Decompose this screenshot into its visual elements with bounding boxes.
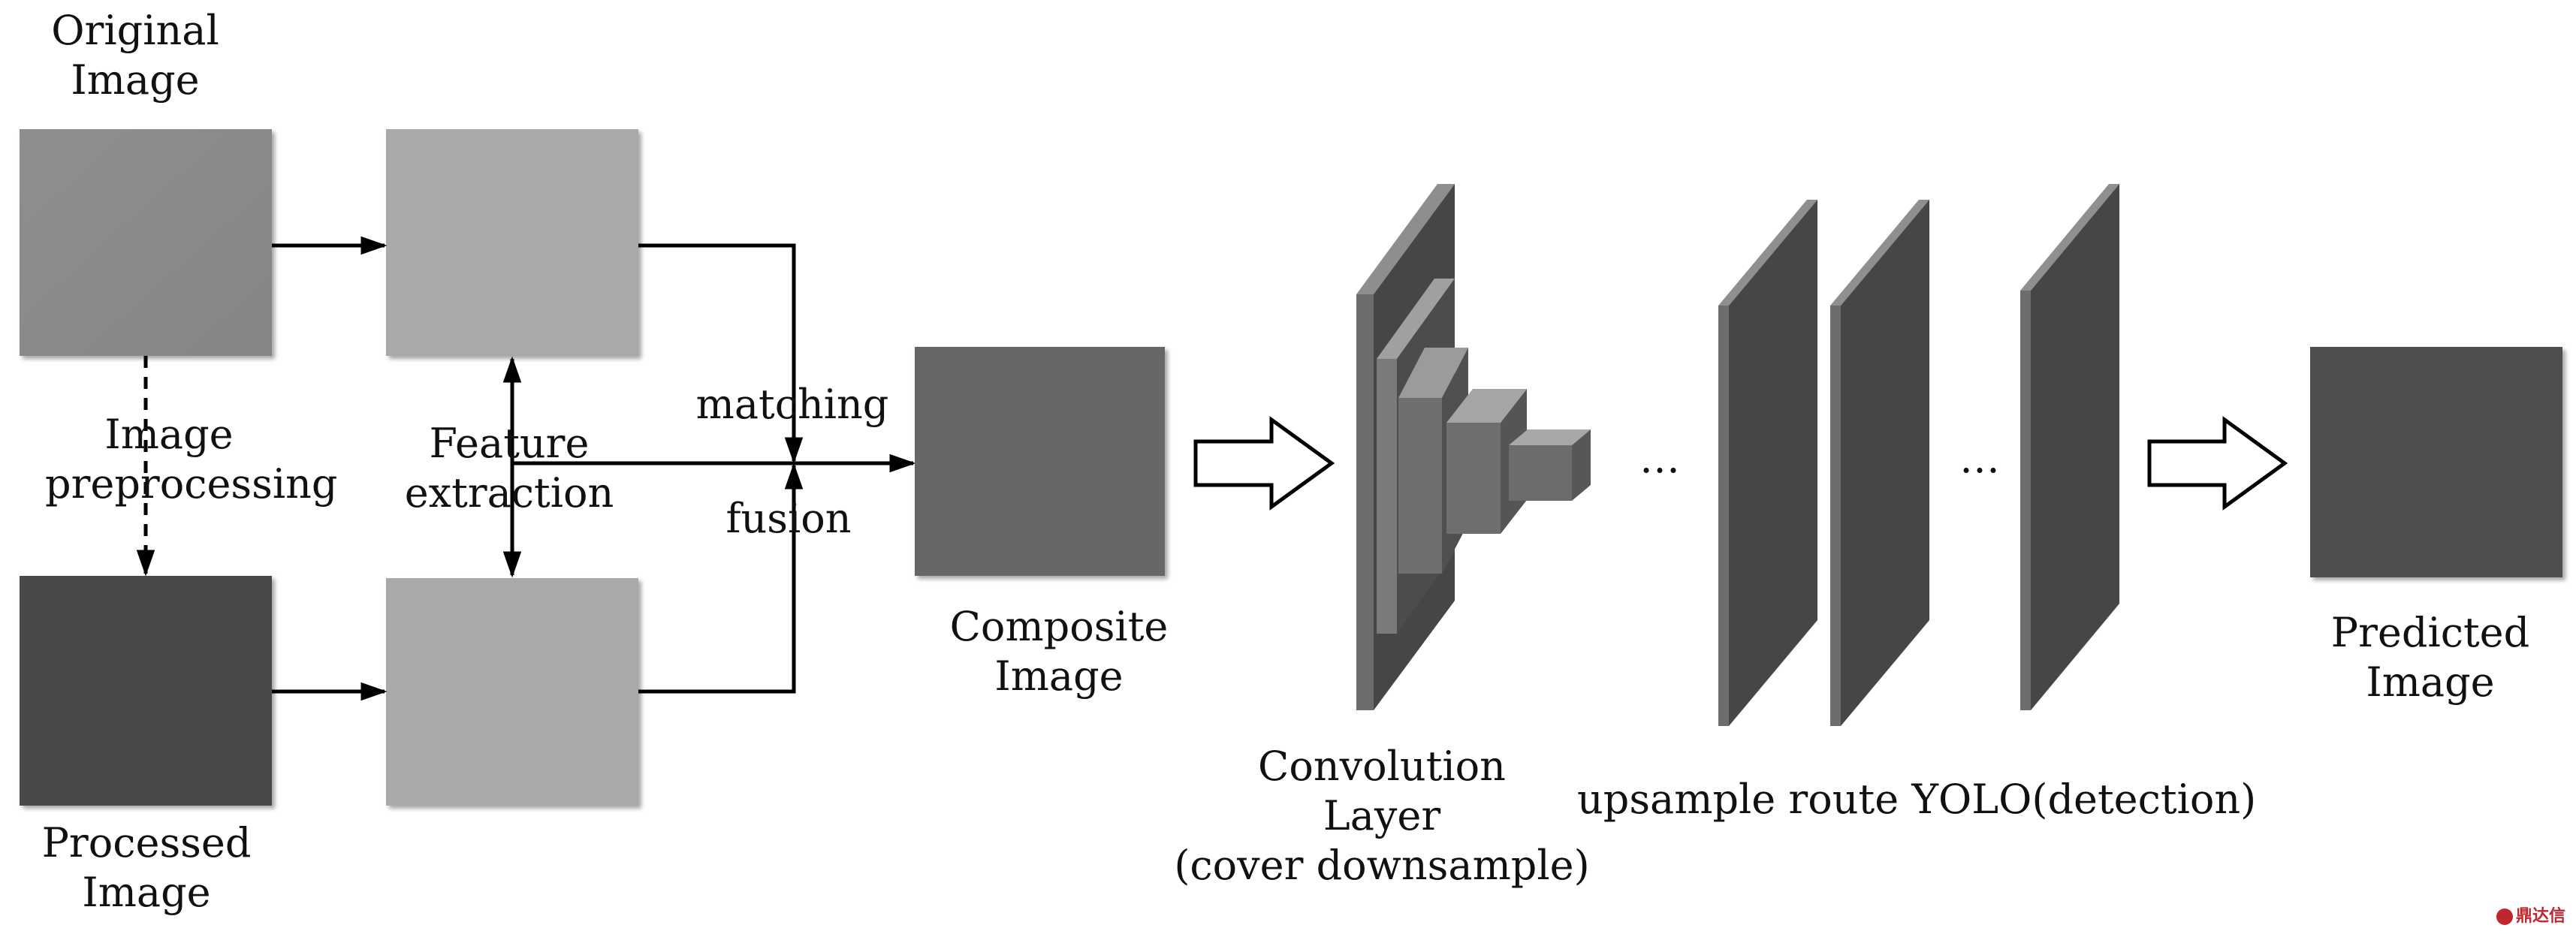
label-processed-image: Processed Image: [41, 819, 252, 916]
feature-map-top-box: [386, 129, 638, 356]
label-fusion: fusion: [725, 495, 852, 542]
watermark-logo: 鼎达信: [2496, 902, 2565, 926]
predicted-image-box: [2310, 347, 2562, 577]
yolo-slab: [2020, 184, 2119, 710]
watermark-text: 鼎达信: [2516, 907, 2566, 926]
convolution-layer-stack: [1356, 184, 1591, 710]
label-convolution-layer: Convolution Layer (cover downsample): [1174, 743, 1590, 889]
label-matching: matching: [695, 381, 889, 428]
conv-block-1: [1398, 348, 1468, 398]
original-image-box: [20, 129, 272, 356]
conv-slab-2: [1377, 279, 1455, 359]
hollow-arrow-1: [1193, 416, 1335, 511]
label-predicted-image: Predicted Image: [2330, 609, 2530, 706]
connector-bottom-feature: [638, 462, 804, 694]
watermark-badge-icon: [2496, 908, 2513, 925]
feature-map-bottom-box: [386, 578, 638, 806]
ellipsis-right: …: [1959, 435, 2000, 482]
label-composite-image: Composite Image: [949, 603, 1169, 700]
label-image-preprocessing: Image preprocessing: [45, 411, 338, 508]
label-original-image: Original Image: [51, 7, 219, 104]
ellipsis-left: …: [1639, 435, 1680, 482]
label-upsample-route-yolo: upsample route YOLO(detection): [1577, 776, 2257, 823]
composite-image-box: [915, 347, 1165, 576]
conv-block-3: [1509, 429, 1591, 445]
hollow-arrow-2: [2147, 416, 2288, 511]
processed-image-box: [20, 576, 272, 806]
route-slab: [1830, 200, 1929, 726]
conv-slab-1: [1356, 184, 1455, 294]
upsample-slab-1: [1718, 200, 1817, 726]
conv-block-2: [1446, 389, 1527, 423]
label-feature-extraction: Feature extraction: [404, 420, 614, 517]
connector-top-feature: [638, 243, 804, 464]
